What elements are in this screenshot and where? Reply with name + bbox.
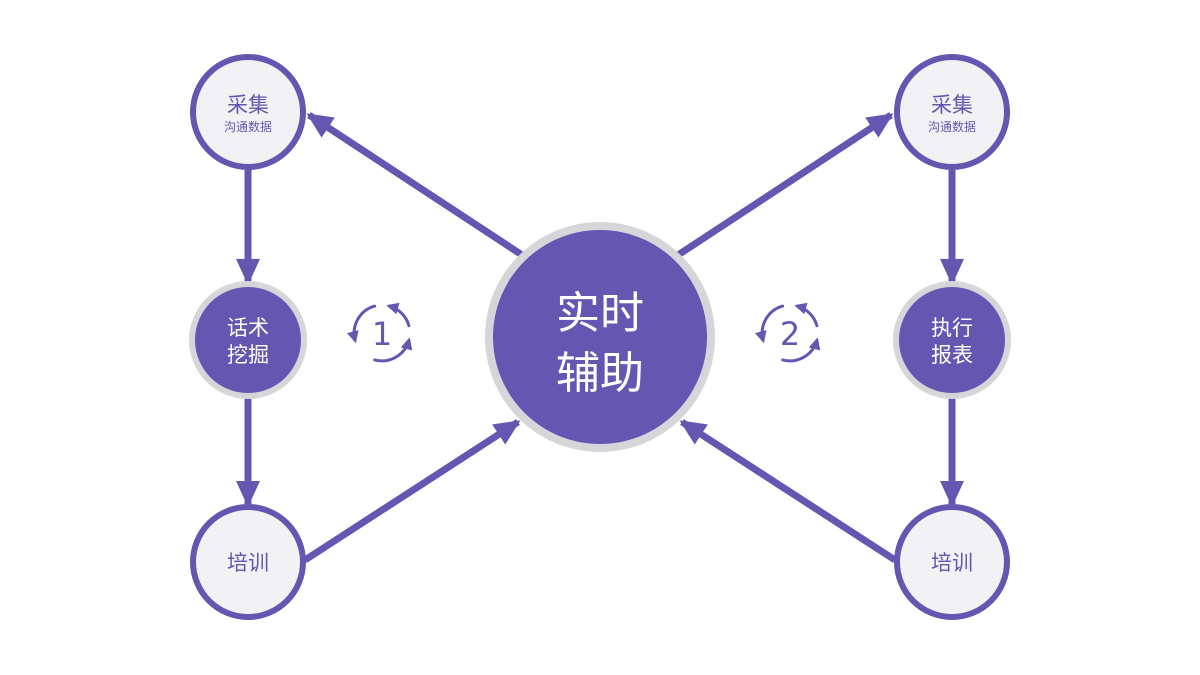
left-collect-node: 采集 沟通数据 <box>190 54 306 170</box>
right-bottom-node: 培训 <box>894 504 1010 620</box>
right-middle-line2: 报表 <box>931 343 973 367</box>
center-node-line2: 辅助 <box>556 348 644 399</box>
left-collect-subtitle: 沟通数据 <box>224 119 272 134</box>
left-middle-circle <box>195 287 301 393</box>
left-middle-line1: 话术 <box>227 316 269 340</box>
center-node-circle <box>493 230 707 444</box>
left-bottom-node: 培训 <box>190 504 306 620</box>
right-bottom-title: 培训 <box>931 551 973 575</box>
left-bottom-title: 培训 <box>227 551 269 575</box>
right-collect-node: 采集 沟通数据 <box>894 54 1010 170</box>
connections <box>236 112 964 563</box>
left-collect-title: 采集 <box>227 93 269 117</box>
arrow-left-bottom-to-center <box>303 419 521 563</box>
cycle-number-1: 1 <box>372 315 392 353</box>
cycle-number-2: 2 <box>780 315 800 353</box>
right-middle-line1: 执行 <box>931 316 973 340</box>
right-collect-circle <box>894 54 1010 170</box>
right-middle-circle <box>899 287 1005 393</box>
arrow-center-to-right-collect <box>676 112 894 258</box>
right-bottom-circle <box>894 504 1010 620</box>
left-collect-circle <box>190 54 306 170</box>
left-bottom-circle <box>190 504 306 620</box>
right-middle-node: 执行 报表 <box>893 281 1011 399</box>
left-middle-line2: 挖掘 <box>227 343 269 367</box>
arrow-center-to-left-collect <box>306 112 524 258</box>
right-collect-subtitle: 沟通数据 <box>928 119 976 134</box>
arrow-right-bottom-to-center <box>679 419 897 563</box>
center-node: 实时 辅助 <box>485 222 715 452</box>
left-middle-node: 话术 挖掘 <box>189 281 307 399</box>
center-node-line1: 实时 <box>556 288 644 339</box>
refresh-cycle-icon: 2 <box>754 302 821 363</box>
right-collect-title: 采集 <box>931 93 973 117</box>
refresh-cycle-icon: 1 <box>346 302 413 363</box>
